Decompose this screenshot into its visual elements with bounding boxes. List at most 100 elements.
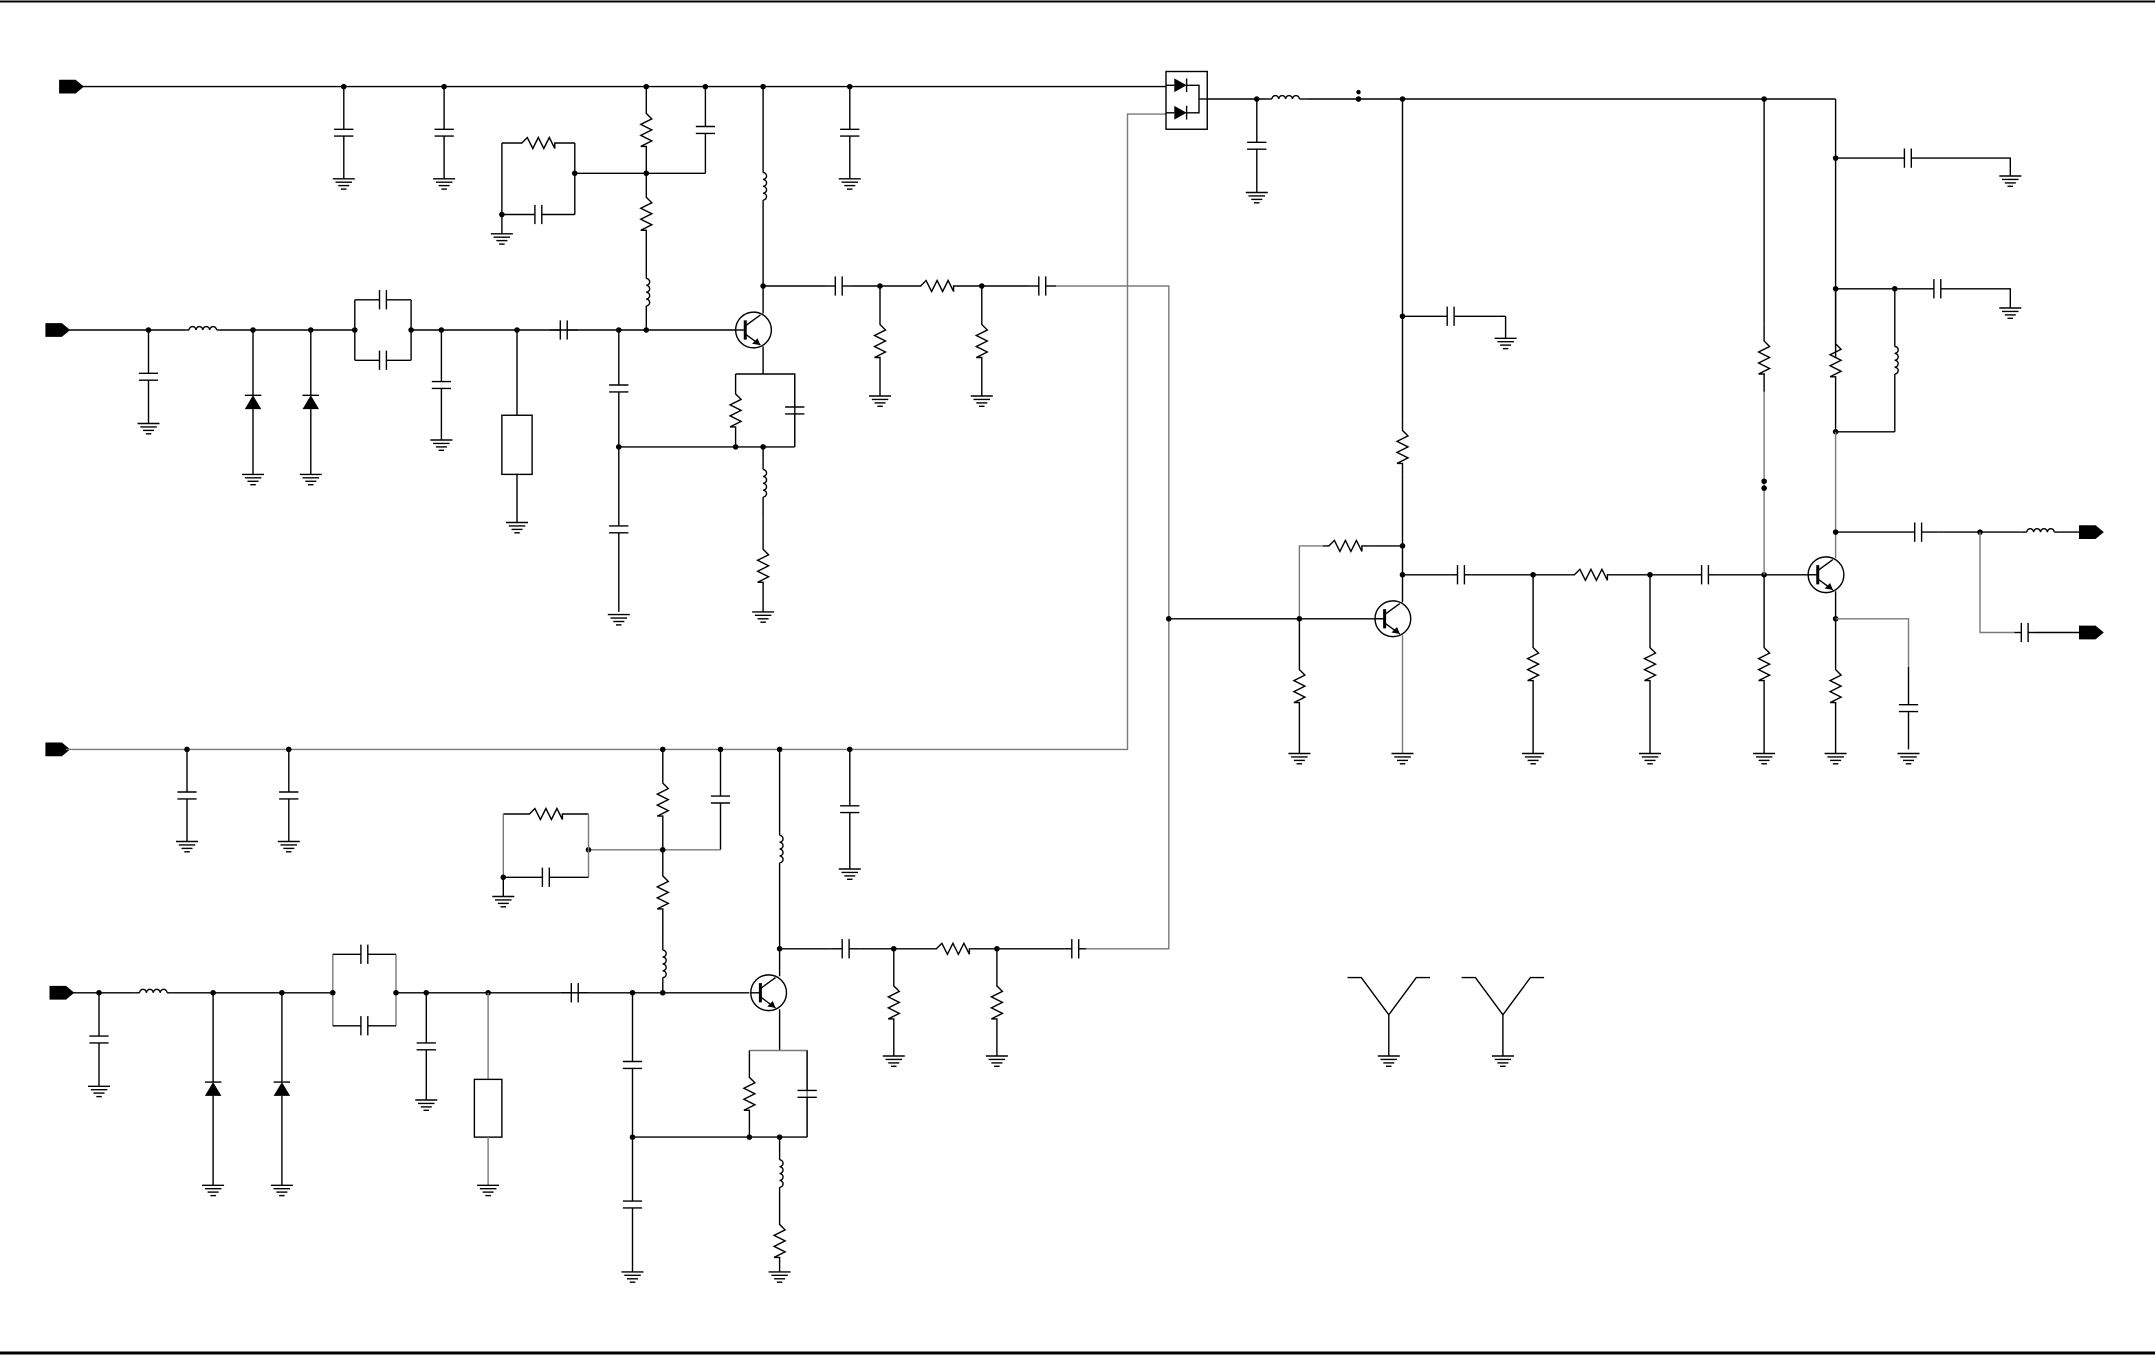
resistor — [1830, 619, 1841, 754]
resistor — [1759, 323, 1770, 392]
capacitor — [711, 749, 730, 849]
ground-icon — [138, 424, 160, 434]
resistor — [919, 281, 956, 292]
capacitor — [1898, 523, 1939, 542]
npn-transistor — [1808, 557, 1844, 593]
capacitor — [623, 1137, 642, 1272]
ground-icon — [300, 474, 322, 484]
wire — [1980, 158, 2010, 176]
ground-icon — [752, 612, 774, 622]
resistor — [1528, 575, 1539, 754]
capacitor — [502, 205, 575, 224]
ground-icon — [769, 1272, 791, 1282]
resistor — [1830, 289, 1841, 432]
diode — [245, 330, 261, 474]
wire — [66, 114, 1166, 749]
ground-icon — [506, 523, 528, 533]
ground-icon — [491, 234, 513, 244]
wire — [1980, 289, 2010, 308]
inductor — [1895, 289, 1898, 432]
resistor — [1759, 575, 1770, 754]
capacitor — [832, 939, 860, 958]
capacitor — [825, 276, 853, 295]
crystal-resonator — [502, 415, 532, 474]
capacitor — [355, 351, 411, 370]
ground-icon — [202, 1185, 224, 1195]
inductor — [2021, 529, 2060, 532]
resistor — [1570, 569, 1611, 580]
wire — [749, 1051, 807, 1138]
capacitor — [503, 868, 588, 887]
ground-icon — [333, 179, 355, 189]
crystal-resonator — [474, 1079, 502, 1137]
capacitor — [1836, 149, 1980, 168]
port-arrow-right-icon — [2079, 626, 2104, 640]
ground-icon — [622, 1272, 644, 1282]
capacitor — [432, 330, 451, 440]
ground-icon — [1246, 193, 1268, 203]
ground-icon — [1825, 754, 1847, 764]
capacitor — [417, 993, 436, 1100]
ground-icon — [869, 396, 891, 406]
junction-dot — [747, 1134, 753, 1140]
ground-icon — [271, 1185, 293, 1195]
ground-icon — [839, 179, 861, 189]
capacitor — [279, 749, 298, 841]
junction-dot — [733, 444, 739, 450]
inductor — [186, 327, 220, 330]
resistor — [1645, 575, 1656, 754]
capacitor — [333, 945, 396, 964]
ground-icon — [1999, 308, 2021, 318]
inductor — [1265, 96, 1306, 99]
dual-diode-package — [1166, 72, 1207, 130]
capacitor — [334, 87, 353, 179]
resistor — [744, 1051, 755, 1138]
capacitor — [609, 330, 628, 447]
ground-icon — [242, 474, 264, 484]
inductor — [763, 447, 766, 520]
inductor — [780, 1137, 783, 1210]
ground-icon — [1898, 754, 1920, 764]
resistor — [657, 749, 668, 849]
resistor — [641, 173, 652, 254]
wire — [1299, 546, 1322, 619]
ground-icon — [492, 897, 514, 907]
ground-icon — [433, 179, 455, 189]
capacitor — [139, 330, 158, 424]
ground-icon — [1492, 1056, 1514, 1066]
resistor — [976, 286, 987, 396]
ground-icon — [88, 1086, 110, 1096]
ground-icon — [1495, 338, 1517, 348]
inductor — [780, 749, 783, 948]
ground-icon — [1288, 754, 1310, 764]
ground-icon — [883, 1056, 905, 1066]
wire — [1980, 532, 2014, 632]
ground-icon — [176, 842, 198, 852]
ground-icon — [278, 842, 300, 852]
capacitor — [1895, 279, 1980, 298]
capacitor — [1064, 939, 1086, 958]
capacitor — [2014, 623, 2035, 642]
capacitor — [89, 993, 108, 1087]
capacitor — [177, 749, 196, 841]
capacitor — [609, 447, 628, 612]
resistor — [991, 949, 1002, 1056]
ground-icon — [1639, 754, 1661, 764]
ground-icon — [1522, 754, 1544, 764]
resistor — [503, 809, 588, 820]
test-point — [1356, 90, 1360, 94]
antenna-icon — [1462, 978, 1545, 1056]
diode — [205, 993, 222, 1186]
inductor — [646, 254, 649, 330]
ground-icon — [608, 615, 630, 625]
capacitor — [1403, 307, 1499, 326]
antenna-icon — [1348, 978, 1431, 1056]
junction-dot — [330, 990, 336, 996]
resistor — [1397, 419, 1408, 474]
resistor — [641, 87, 652, 174]
ground-icon — [839, 869, 861, 879]
ground-icon — [1999, 176, 2021, 186]
capacitor — [435, 87, 454, 179]
resistor — [1294, 619, 1305, 754]
port-arrow-right-icon — [2079, 525, 2104, 539]
